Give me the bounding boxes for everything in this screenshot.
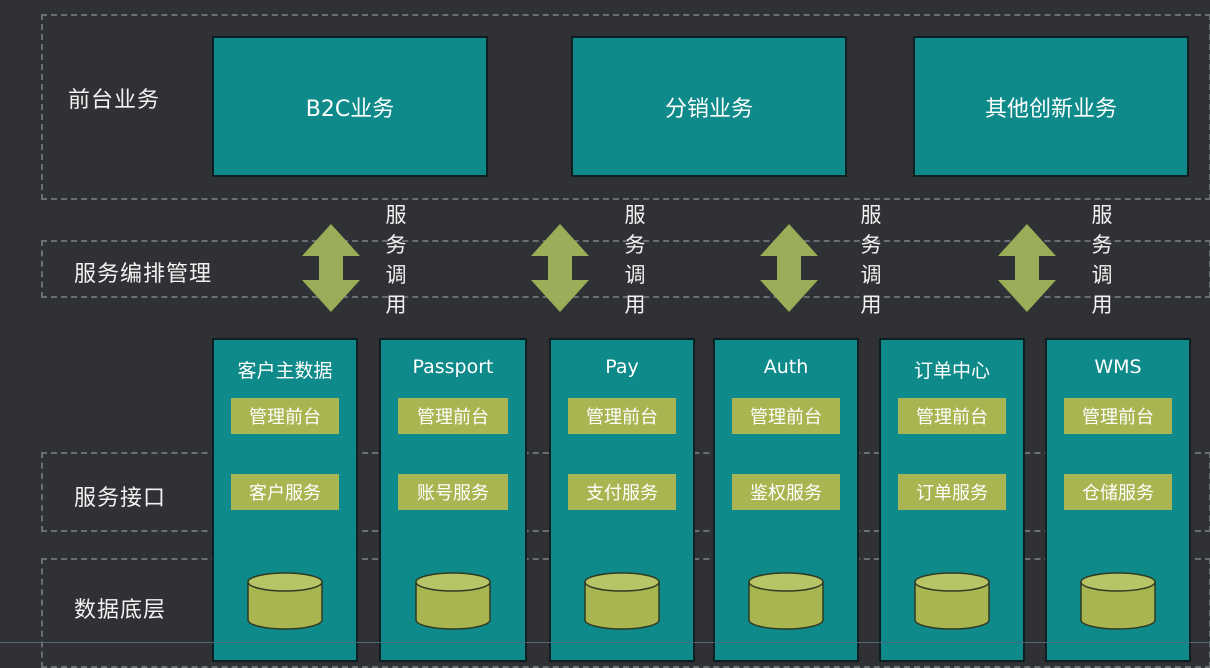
service-title: 订单中心: [913, 360, 990, 382]
double-arrow-icon: [531, 224, 589, 312]
data-zone-label: 数据底层: [74, 598, 167, 623]
double-arrow-icon: [998, 224, 1056, 312]
database-icon: [1080, 572, 1156, 630]
service-column-order: 订单中心 管理前台 订单服务: [879, 338, 1025, 662]
distribution-business-box: 分销业务: [571, 36, 847, 177]
service-tag: 仓储服务: [1064, 474, 1172, 510]
service-title: Auth: [763, 356, 809, 378]
service-call-label: 服务调用: [860, 203, 882, 317]
service-column-passport: Passport 管理前台 账号服务: [379, 338, 527, 662]
admin-tag: 管理前台: [1064, 398, 1172, 434]
service-call-label: 服务调用: [385, 203, 407, 317]
service-tag: 账号服务: [398, 474, 508, 510]
admin-tag: 管理前台: [898, 398, 1006, 434]
service-title: 客户主数据: [237, 360, 333, 382]
b2c-business-box: B2C业务: [212, 36, 488, 177]
divider: [0, 642, 1210, 643]
service-title: Pay: [605, 356, 639, 378]
service-tag: 支付服务: [568, 474, 676, 510]
database-icon: [247, 572, 323, 630]
service-title: WMS: [1094, 356, 1142, 378]
orchestration-zone-label: 服务编排管理: [74, 262, 213, 287]
database-icon: [914, 572, 990, 630]
frontend-zone-label: 前台业务: [68, 88, 161, 113]
service-column-wms: WMS 管理前台 仓储服务: [1045, 338, 1191, 662]
service-tag: 客户服务: [231, 474, 339, 510]
service-tag: 订单服务: [898, 474, 1006, 510]
database-icon: [748, 572, 824, 630]
service-column-pay: Pay 管理前台 支付服务: [549, 338, 695, 662]
service-call-label: 服务调用: [1091, 203, 1113, 317]
service-tag: 鉴权服务: [732, 474, 840, 510]
admin-tag: 管理前台: [398, 398, 508, 434]
interface-zone-label: 服务接口: [74, 486, 167, 511]
database-icon: [415, 572, 491, 630]
admin-tag: 管理前台: [732, 398, 840, 434]
innovation-business-box: 其他创新业务: [913, 36, 1189, 177]
admin-tag: 管理前台: [568, 398, 676, 434]
double-arrow-icon: [302, 224, 360, 312]
database-icon: [584, 572, 660, 630]
service-column-auth: Auth 管理前台 鉴权服务: [713, 338, 859, 662]
admin-tag: 管理前台: [231, 398, 339, 434]
service-title: Passport: [412, 356, 494, 378]
service-column-customer: 客户主数据 管理前台 客户服务: [212, 338, 358, 662]
service-call-label: 服务调用: [624, 203, 646, 317]
double-arrow-icon: [760, 224, 818, 312]
